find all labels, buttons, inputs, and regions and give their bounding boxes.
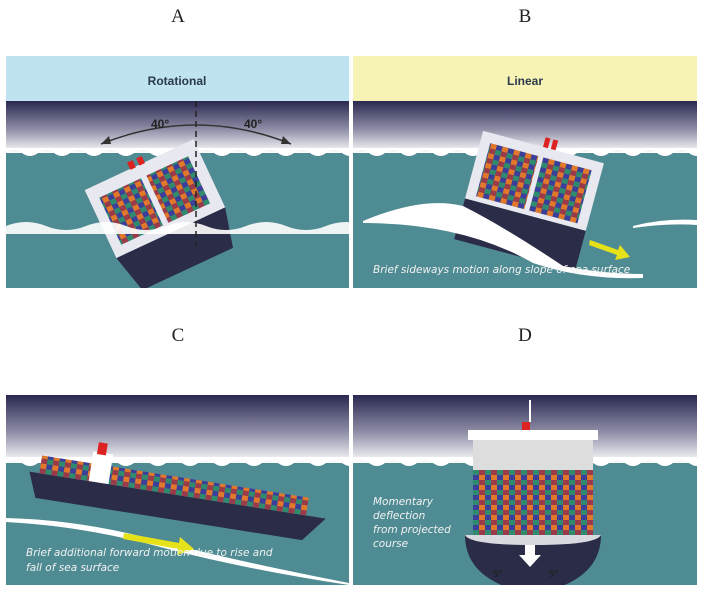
caption: Brief sideways motion along slope of sea…: [373, 264, 630, 276]
caption-line-1: Momentary: [373, 496, 434, 508]
ship-tilted: [454, 130, 604, 272]
panel-rotational: Rotational 40° 40°: [6, 56, 349, 288]
caption-line-4: course: [373, 538, 408, 550]
caption-line-1: Brief additional forward motion due to r…: [26, 547, 273, 559]
label-c: C: [171, 325, 185, 346]
angle-right-label: 40°: [244, 117, 262, 131]
motion-arrow: [123, 533, 194, 555]
caption-line-2: deflection: [373, 510, 425, 522]
angle-left-label: 40°: [151, 117, 169, 131]
label-a: A: [171, 6, 185, 27]
rotation-arc: [100, 124, 292, 145]
panel-surge: Brief additional forward motion due to r…: [6, 395, 349, 585]
label-b: B: [518, 6, 532, 27]
panel-title: Rotational: [148, 74, 207, 88]
motion-arrow: [589, 240, 630, 260]
angle-left-label: 5°: [493, 569, 503, 580]
panel-yaw: Momentary deflection from projected cour…: [353, 395, 697, 585]
header-band: [6, 56, 349, 101]
panel-linear: Linear Brief sideways motion along slope…: [353, 56, 697, 288]
caption-line-3: from projected: [373, 524, 451, 536]
header-band: [353, 56, 697, 101]
ship-side-view: [29, 442, 326, 541]
caption-line-2: fall of sea surface: [26, 562, 119, 574]
course-arrow: [519, 545, 541, 567]
label-d: D: [518, 325, 532, 346]
angle-right-label: 5°: [549, 569, 559, 580]
panel-title: Linear: [507, 74, 543, 88]
